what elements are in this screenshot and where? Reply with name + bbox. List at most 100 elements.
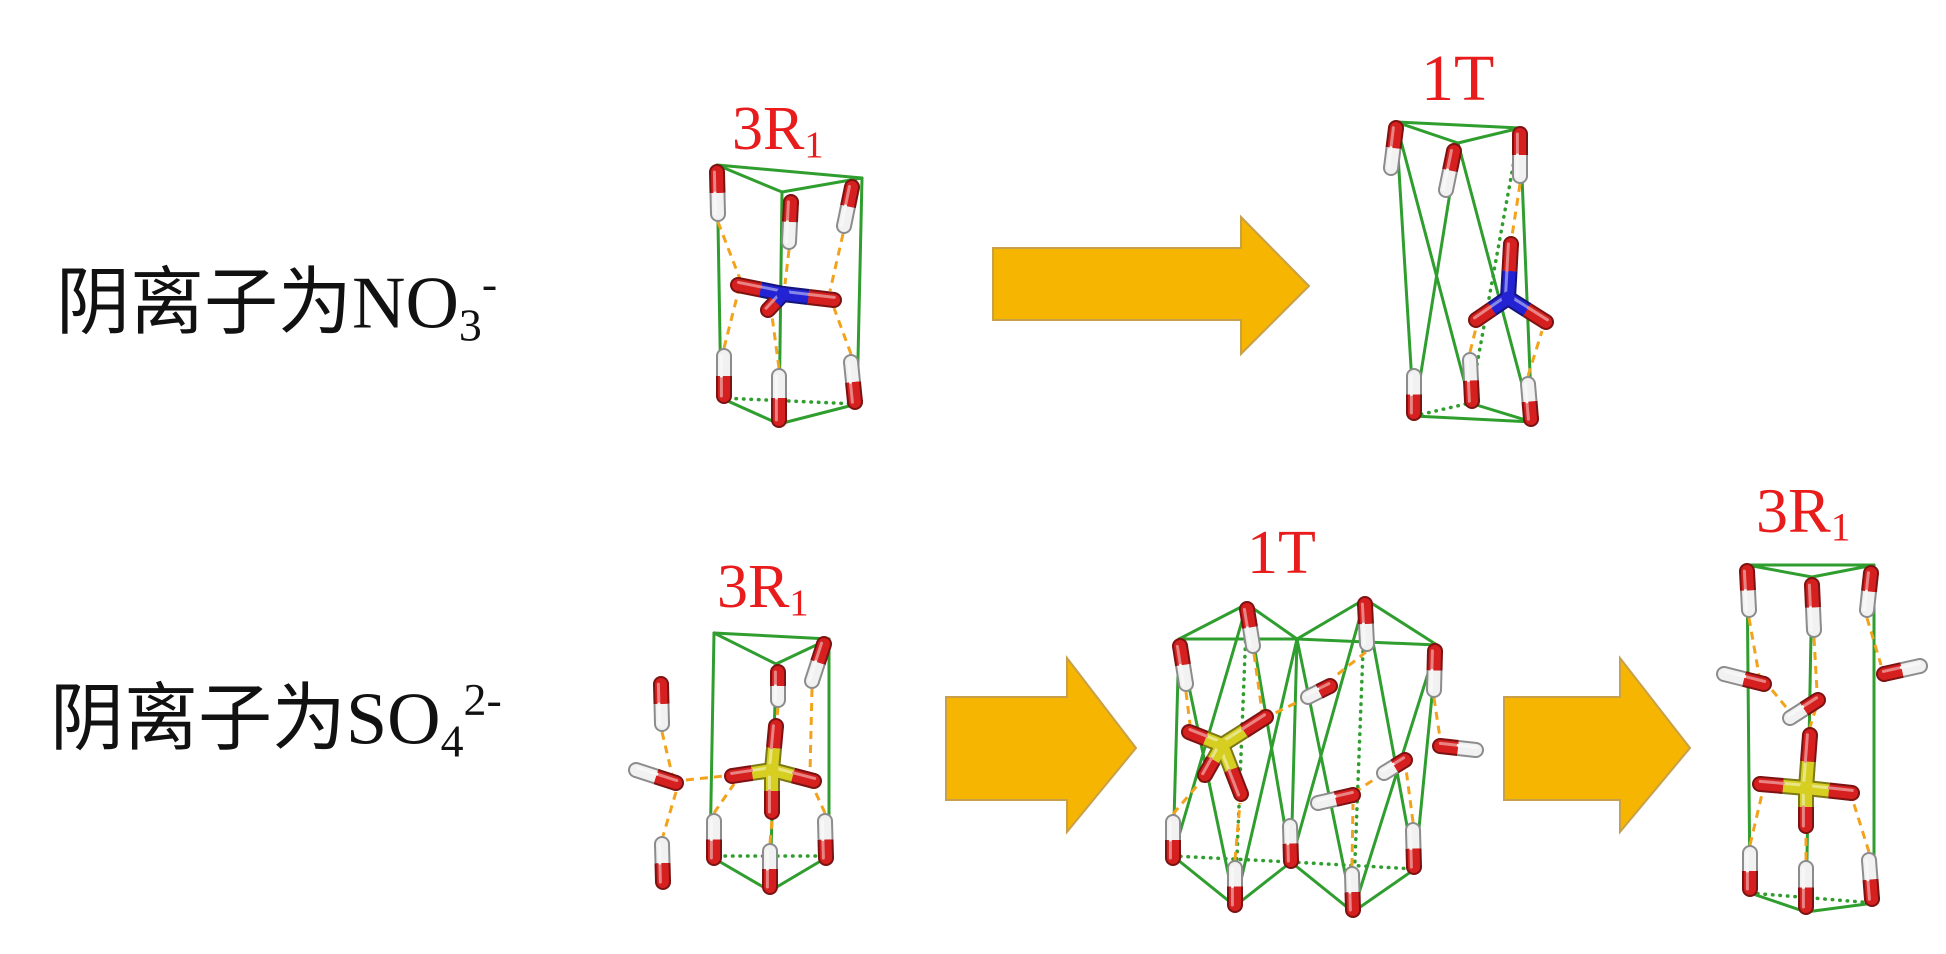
bond-highlight [1526, 306, 1549, 322]
water-molecule [1227, 860, 1243, 913]
hydrogen-bond [768, 819, 774, 844]
cage-edge [1394, 120, 1472, 405]
water-molecule [653, 676, 670, 732]
central-atom [1215, 738, 1229, 752]
central-atom [1799, 781, 1813, 795]
hydrogen-bond [1171, 779, 1204, 815]
cage-edge [1171, 602, 1249, 858]
water-molecule [1876, 658, 1928, 682]
hydrogen-bond [808, 688, 814, 773]
cage-edge-dotted [1351, 597, 1367, 914]
structure-label-main: 3R [732, 95, 805, 163]
hydrogen-bond [661, 791, 678, 837]
bond-end [1347, 789, 1359, 801]
bond-end [708, 852, 720, 864]
bond-highlight [1505, 242, 1510, 273]
bond-highlight [1381, 762, 1395, 773]
bond-end [1514, 170, 1526, 182]
cage-edge [1171, 854, 1237, 908]
hydrogen-bond [1851, 800, 1871, 853]
bond-highlight [1242, 607, 1249, 630]
anion-label-sulfate: 阴离子为SO42- [50, 677, 502, 764]
cage-edge [1245, 602, 1299, 641]
transformation-arrow-nitrate [992, 214, 1311, 357]
structure-label-3r1: 3R1 [1756, 479, 1851, 548]
bond-highlight [1441, 168, 1449, 191]
cage-edge [715, 163, 784, 194]
bond-end [1241, 603, 1253, 615]
bond-highlight [1525, 400, 1530, 421]
cage-edge [1468, 401, 1534, 424]
hydrogen-bond [1432, 697, 1442, 739]
bond-highlight [656, 682, 661, 706]
bond-highlight [1742, 569, 1747, 593]
anion-formula: SO [346, 678, 441, 761]
structure-label-main: 1T [1247, 519, 1316, 587]
bond-highlight [846, 360, 852, 384]
structure-label-1t: 1T [1247, 522, 1316, 584]
cage-edge [1233, 637, 1299, 908]
bond-end [838, 220, 850, 232]
bond-highlight [784, 220, 789, 244]
cage-edge [1745, 563, 1814, 579]
water-molecule [1376, 752, 1413, 781]
bond-end [1863, 854, 1875, 866]
bond-highlight [737, 280, 763, 289]
sulfate-ion [1181, 709, 1274, 802]
anion-label-nitrate: 阴离子为NO3- [56, 261, 497, 348]
bond-highlight [769, 724, 775, 750]
bond-end [762, 304, 774, 316]
bond-end [1385, 162, 1397, 174]
water-molecule [1782, 692, 1826, 726]
bond-highlight [1389, 126, 1395, 150]
bond-end [656, 838, 668, 850]
bond-highlight [843, 184, 851, 208]
bond-end [1800, 862, 1812, 874]
bond-end [1440, 184, 1452, 196]
structure-label-main: 1T [1421, 42, 1495, 115]
cage-edge [1351, 867, 1417, 914]
bond-end [1784, 712, 1796, 724]
cage-edge [1289, 860, 1355, 914]
bond-highlight [1864, 571, 1870, 593]
bond-highlight [1881, 665, 1903, 673]
bond-end [772, 694, 784, 706]
bond-end [718, 390, 730, 402]
structure-label-main: 3R [717, 553, 790, 621]
bond-highlight [821, 838, 825, 860]
water-molecule [770, 664, 786, 708]
bond-highlight [1178, 663, 1185, 686]
water-molecule [716, 348, 732, 404]
bond-highlight [1456, 743, 1478, 749]
water-molecule [628, 762, 684, 791]
water-molecule [1438, 143, 1462, 198]
bond-end [1167, 852, 1179, 864]
bond-end [1861, 604, 1873, 616]
hydrogen-bond [685, 774, 725, 782]
bond-end [1284, 820, 1296, 832]
hydrogen-bond [1252, 653, 1264, 712]
bond-end [1408, 370, 1420, 382]
structure-label-main: 3R [1756, 475, 1831, 546]
water-molecule [1804, 577, 1822, 638]
water-molecule [1239, 601, 1261, 654]
anion-charge: 2- [463, 674, 502, 725]
bond-highlight [1801, 696, 1819, 709]
cage-edge-dotted [719, 396, 859, 406]
bond-highlight [712, 170, 717, 195]
water-molecule [1406, 368, 1422, 421]
hydrogen-bond [716, 221, 742, 280]
water-molecule [1432, 738, 1484, 758]
bond-highlight [1245, 626, 1252, 648]
water-molecule [1859, 565, 1879, 618]
sulfate-3r1-initial-structure [628, 631, 834, 895]
bond-highlight [1438, 741, 1460, 747]
bond-highlight [1899, 661, 1921, 669]
bond-end [1744, 847, 1756, 859]
bond-end [1428, 684, 1440, 696]
water-molecule [1300, 678, 1338, 705]
bond-end [1806, 579, 1818, 591]
central-atom [776, 287, 790, 301]
structure-label-subscript: 1 [804, 124, 824, 167]
